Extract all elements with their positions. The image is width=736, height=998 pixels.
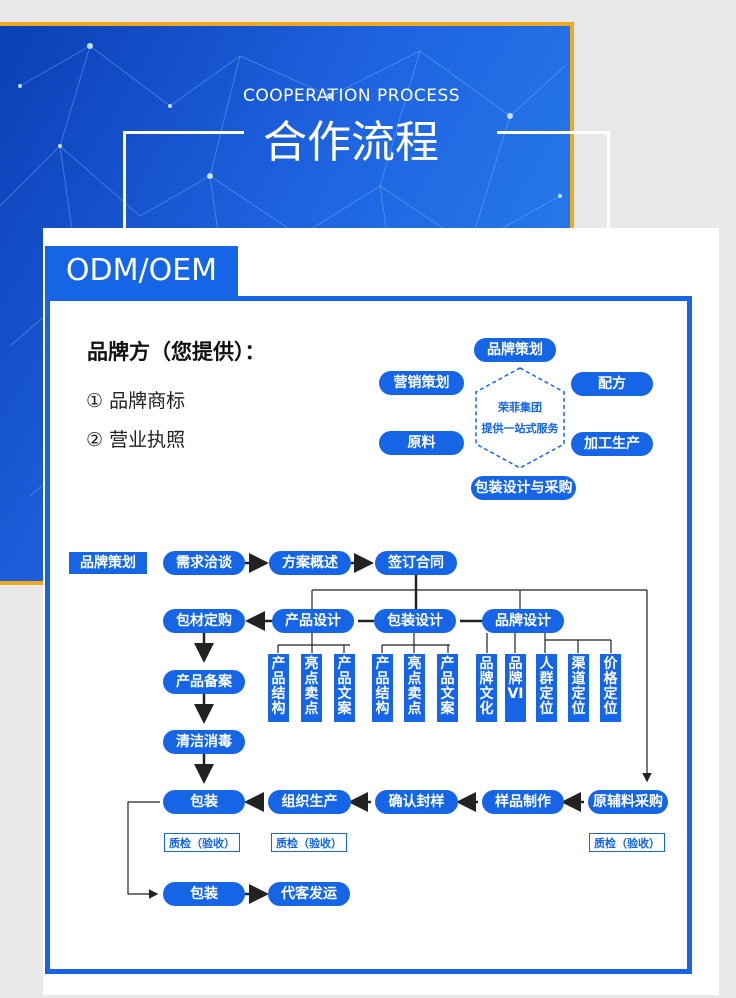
flow-proposal-overview: 方案概述	[269, 551, 351, 575]
flow-organize-production: 组织生产	[268, 790, 351, 814]
flow-ship-for-client: 代客发运	[268, 882, 350, 906]
flow-demand-negotiation: 需求洽谈	[163, 551, 245, 575]
brand-design-subitem: 人群定位	[536, 654, 557, 722]
qc-box-raw-material: 质检（验收）	[589, 833, 665, 852]
flow-product-filing: 产品备案	[163, 670, 245, 694]
flow-package-design: 包装设计	[374, 609, 456, 633]
brand-design-subitem: 渠道定位	[568, 654, 589, 722]
flow-confirm-sample: 确认封样	[375, 790, 458, 814]
package-design-subitem: 产品结构	[372, 654, 393, 722]
header-subtitle: COOPERATION PROCESS	[243, 86, 461, 106]
flow-brand-design: 品牌设计	[482, 609, 564, 633]
odm-oem-tab: ODM/OEM	[45, 246, 238, 296]
service-brand-planning: 品牌策划	[474, 338, 556, 362]
flow-sign-contract: 签订合同	[375, 551, 457, 575]
service-processing: 加工生产	[571, 432, 653, 456]
service-marketing-planning: 营销策划	[379, 371, 464, 395]
title-bracket-left	[123, 131, 244, 229]
hexagon-center-line1: 荣菲集团	[498, 401, 542, 414]
content-frame	[45, 296, 692, 974]
service-packaging-design: 包装设计与采购	[471, 476, 576, 500]
qc-box-production: 质检（验收）	[271, 833, 347, 852]
provider-item-trademark: ① 品牌商标	[86, 390, 186, 412]
flow-make-sample: 样品制作	[482, 790, 564, 814]
flow-packaging-purchase: 包材定购	[163, 609, 245, 633]
brand-design-subitem: 价格定位	[600, 654, 621, 722]
page-title: 合作流程	[263, 117, 439, 168]
service-raw-material: 原料	[379, 431, 464, 455]
flow-raw-material-purchase: 原辅料采购	[588, 790, 668, 814]
brand-design-subitem: 品牌文化	[476, 654, 497, 722]
qc-box-packaging: 质检（验收）	[164, 833, 240, 852]
provider-heading: 品牌方（您提供）：	[87, 340, 266, 364]
service-formula: 配方	[571, 372, 653, 396]
flow-packaging-1: 包装	[163, 790, 245, 814]
flow-packaging-2: 包装	[163, 882, 245, 906]
product-design-subitem: 产品文案	[334, 654, 355, 722]
product-design-subitem: 亮点卖点	[301, 654, 322, 722]
flow-product-design: 产品设计	[272, 609, 354, 633]
flow-clean-sterilize: 清洁消毒	[163, 730, 245, 754]
product-design-subitem: 产品结构	[268, 654, 289, 722]
package-design-subitem: 亮点卖点	[404, 654, 425, 722]
provider-item-license: ② 营业执照	[86, 429, 186, 451]
flow-brand-planning: 品牌策划	[69, 552, 147, 574]
package-design-subitem: 产品文案	[437, 654, 458, 722]
title-bracket-right	[497, 131, 610, 229]
hexagon-center-line2: 提供一站式服务	[481, 422, 559, 435]
